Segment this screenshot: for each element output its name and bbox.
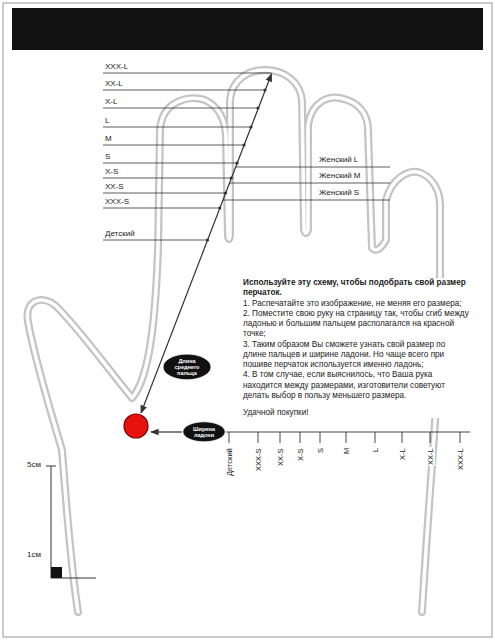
size-label: X-L xyxy=(104,97,118,107)
red-point xyxy=(124,414,148,438)
header-bar xyxy=(12,8,483,50)
callout-ellipse: Ширина ладони xyxy=(182,421,226,443)
palm-width-arrow xyxy=(151,431,182,432)
closing-note: Удачной покупки! xyxy=(243,408,469,418)
palm-size-label: S xyxy=(316,447,325,454)
size-label: S xyxy=(104,152,111,162)
scale-mark: 1см xyxy=(26,550,42,560)
palm-scale xyxy=(226,432,470,443)
women-size-label: Женский S xyxy=(318,188,360,198)
instruction-step: 2. Поместите свою руку на страницу так, … xyxy=(243,309,469,340)
size-label: Детский xyxy=(104,229,136,239)
women-size-label: Женский L xyxy=(318,155,359,165)
palm-size-label: L xyxy=(371,447,380,453)
page-frame xyxy=(3,3,492,637)
size-lines xyxy=(103,73,390,240)
callout-text: Ширина ладони xyxy=(189,426,219,439)
palm-size-label: X-S xyxy=(296,447,305,462)
scale-mark: 5см xyxy=(26,460,42,470)
palm-size-label: XX-S xyxy=(276,447,285,467)
palm-size-label: X-L xyxy=(398,447,407,461)
callout-text: Длина среднего пальца xyxy=(169,358,205,377)
instructions: Используйте эту схему, чтобы подобрать с… xyxy=(243,278,469,418)
palm-size-label: XX-L xyxy=(426,447,435,466)
cm-scale xyxy=(46,466,96,578)
instructions-heading: Используйте эту схему, чтобы подобрать с… xyxy=(243,278,469,299)
women-size-label: Женский M xyxy=(318,171,361,181)
size-label: X-S xyxy=(104,167,119,177)
size-label: XX-L xyxy=(104,79,124,89)
size-label: XXX-S xyxy=(104,197,130,207)
size-label: XX-S xyxy=(104,182,125,192)
palm-size-label: Детский xyxy=(225,447,234,477)
size-label: M xyxy=(104,134,113,144)
palm-size-label: M xyxy=(342,447,351,455)
instruction-step: 3. Таким образом Вы сможете узнать свой … xyxy=(243,340,469,371)
palm-size-label: XXX-S xyxy=(254,447,263,472)
callout-ellipse: Длина среднего пальца xyxy=(162,353,212,381)
size-label: L xyxy=(104,116,110,126)
size-label: XXX-L xyxy=(104,62,129,72)
instruction-step: 4. В том случае, если выяснилось, что Ва… xyxy=(243,370,469,401)
instruction-step: 1. Распечатайте это изображение, не меня… xyxy=(243,299,469,309)
palm-size-label: XXX-L xyxy=(456,447,465,471)
